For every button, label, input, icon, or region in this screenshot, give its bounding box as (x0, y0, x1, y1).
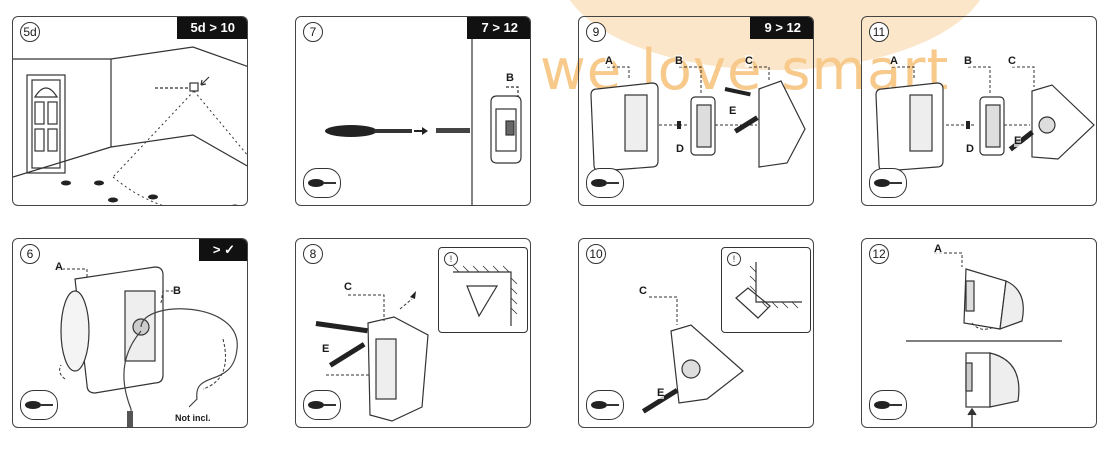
assembly-illustration (590, 66, 806, 172)
part-label-e: E (1014, 135, 1022, 147)
step-tag: 5d > 10 (176, 17, 247, 39)
part-label-a: A (605, 55, 613, 67)
step-tag: 7 > 12 (467, 17, 530, 39)
info-icon: ! (727, 252, 741, 266)
part-label-c: C (745, 55, 753, 67)
part-label-e: E (729, 105, 737, 117)
panel-step-12: 12 A (861, 238, 1097, 428)
step-number: 5d (20, 22, 40, 42)
part-label-a: A (890, 55, 898, 67)
screwdriver-glyph (308, 401, 336, 409)
screwdriver-glyph (874, 179, 902, 187)
part-label-b: B (506, 72, 514, 84)
screwdriver-glyph (591, 179, 619, 187)
panel-step-8: 8 ! (295, 238, 531, 428)
step-number: 7 (303, 22, 323, 42)
step-number: 11 (869, 22, 889, 42)
step-number: 9 (586, 22, 606, 42)
screwdriver-icon (20, 390, 58, 420)
panel-step-6: 6 > ✓ A B Not incl. (12, 238, 248, 428)
part-label-a: A (934, 243, 942, 255)
mount-rotate-illustration (906, 252, 1062, 427)
camera-cable-illustration (57, 266, 238, 427)
screwdriver-glyph (874, 401, 902, 409)
part-label-d: D (676, 143, 684, 155)
step-tag: > ✓ (198, 239, 247, 261)
part-label-c: C (1008, 55, 1016, 67)
part-label-b: B (964, 55, 972, 67)
panel-step-9: 9 9 > 12 A B C D E (578, 16, 814, 206)
screwdriver-bracket-illustration (325, 39, 522, 205)
screwdriver-glyph (25, 401, 53, 409)
info-icon: ! (444, 252, 458, 266)
step-number: 12 (869, 244, 889, 264)
outside-corner-illustration (452, 265, 518, 326)
screwdriver-icon (303, 168, 341, 198)
bracket-corner-illustration (315, 291, 429, 422)
step-tag: 9 > 12 (750, 17, 813, 39)
part-label-c: C (639, 285, 647, 297)
not-included-note: Not incl. (175, 413, 211, 423)
screwdriver-icon (586, 390, 624, 420)
bracket-wall-illustration (641, 296, 744, 414)
panel-step-11: 11 A B C D E (861, 16, 1097, 206)
part-label-b: B (675, 55, 683, 67)
screwdriver-icon (303, 390, 341, 420)
part-label-a: A (55, 261, 63, 273)
panel-step-5d: 5d 5d > 10 (12, 16, 248, 206)
part-label-e: E (322, 343, 330, 355)
screwdriver-glyph (591, 401, 619, 409)
screwdriver-icon (869, 390, 907, 420)
part-label-e: E (657, 387, 665, 399)
wall-corner-inset: ! (721, 247, 811, 333)
screwdriver-glyph (308, 179, 336, 187)
screwdriver-icon (869, 168, 907, 198)
step-number: 10 (586, 244, 606, 264)
part-label-d: D (966, 143, 974, 155)
wall-corner-inset: ! (438, 247, 528, 333)
step-number: 6 (20, 244, 40, 264)
part-label-b: B (173, 285, 181, 297)
step-number: 8 (303, 244, 323, 264)
screwdriver-icon (586, 168, 624, 198)
inside-corner-illustration (735, 262, 802, 319)
assembly-illustration (875, 66, 1095, 172)
panel-step-10: 10 ! C E (578, 238, 814, 428)
room-illustration (13, 46, 247, 205)
panel-step-7: 7 7 > 12 B (295, 16, 531, 206)
part-label-c: C (344, 281, 352, 293)
